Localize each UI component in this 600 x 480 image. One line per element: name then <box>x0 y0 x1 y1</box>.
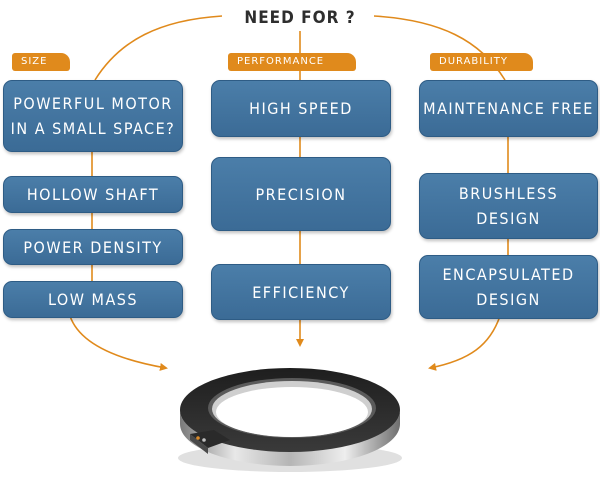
feature-box-power-density: POWER DENSITY <box>3 229 183 265</box>
feature-box-low-mass: LOW MASS <box>3 281 183 318</box>
feature-box-maintenance-free: MAINTENANCE FREE <box>419 80 598 137</box>
top-arc-left <box>94 15 223 81</box>
feature-box-powerful-motor: POWERFUL MOTOR IN A SMALL SPACE? <box>3 80 183 152</box>
category-tab-performance: PERFORMANCE <box>228 53 356 71</box>
category-tab-size: SIZE <box>12 53 70 71</box>
diagram-title: NEED FOR ? <box>226 5 374 31</box>
feature-box-encapsulated-design: ENCAPSULATED DESIGN <box>419 255 598 319</box>
left-arrow-curve <box>69 315 168 371</box>
feature-box-precision: PRECISION <box>211 157 391 231</box>
right-arrow-curve <box>428 315 501 371</box>
frameless-ring-motor-image <box>178 368 402 472</box>
feature-box-high-speed: HIGH SPEED <box>211 80 391 137</box>
feature-box-brushless-design: BRUSHLESS DESIGN <box>419 173 598 239</box>
feature-box-hollow-shaft: HOLLOW SHAFT <box>3 176 183 213</box>
category-tab-durability: DURABILITY <box>430 53 533 71</box>
feature-box-efficiency: EFFICIENCY <box>211 264 391 320</box>
